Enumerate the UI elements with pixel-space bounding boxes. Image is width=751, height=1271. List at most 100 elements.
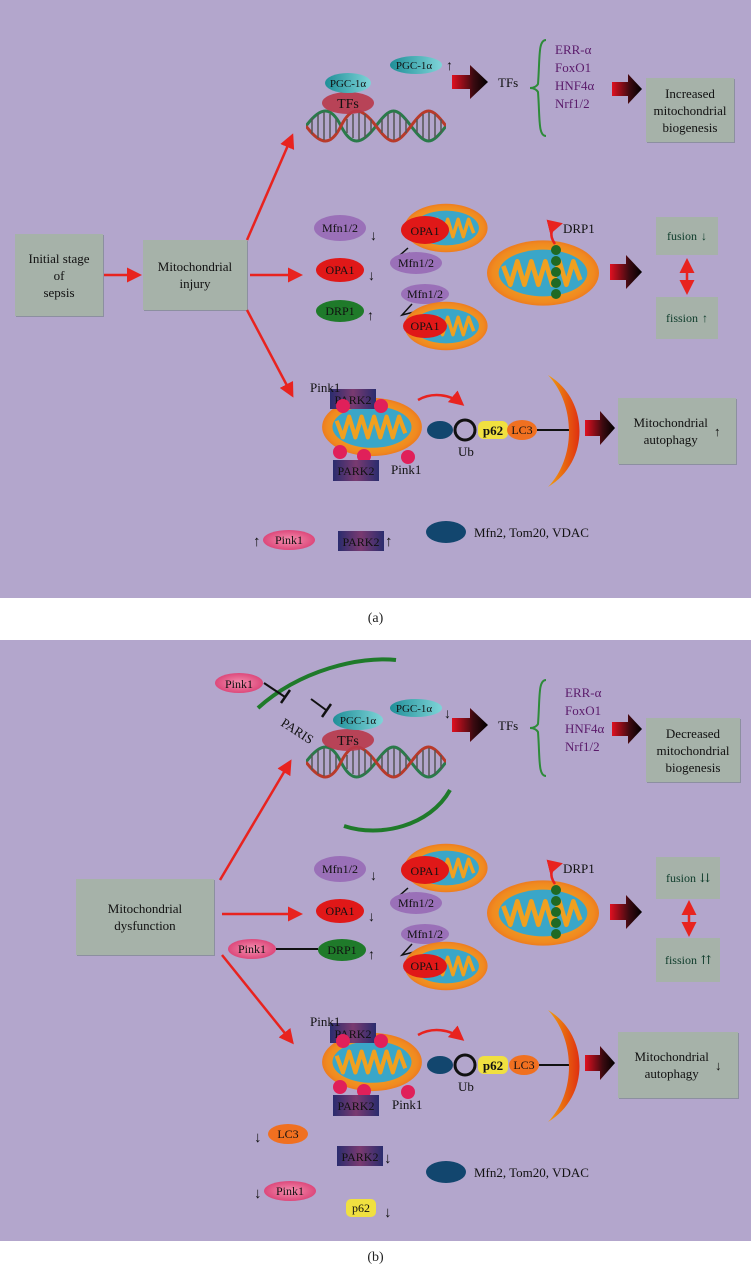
down-arrow-icon: ↓ (368, 910, 375, 925)
park-bottom-blob-b (333, 1095, 379, 1116)
tf-item-a-3: Nrf1/2 (555, 96, 590, 111)
drp-blob-a (316, 300, 364, 322)
mfn-mid-label-b: Mfn1/2 (398, 896, 434, 910)
ub-label-a: Ub (458, 444, 474, 459)
pgc-blob-b (333, 710, 383, 730)
up-arrow-icon: ↑ (253, 534, 261, 550)
down-arrow-icon: ↓ (444, 707, 451, 722)
tfs-arrow-label-b: TFs (498, 718, 518, 733)
tf-item-b-0: ERR-α (565, 685, 602, 700)
autophagy-b-line2: autophagy (644, 1066, 699, 1081)
panel-a (0, 0, 751, 598)
legend-pink-label-b: Pink1 (276, 1184, 304, 1198)
mfn-low-label-b: Mfn1/2 (407, 927, 443, 941)
opa-low-label-b: OPA1 (411, 959, 440, 973)
arrow-injury-to-biogenesis (245, 133, 295, 241)
nuclear-envelope-top-b (256, 657, 397, 710)
ub-ring-b (453, 1053, 477, 1077)
mitochondrial-injury-box: Mitochondrial injury (143, 240, 247, 310)
biogenesis-b-line1: Decreased (665, 725, 721, 741)
autophagy-a-line2: autophagy (643, 432, 698, 447)
park-bottom-blob-a (333, 460, 379, 481)
mfn-low-label-a: Mfn1/2 (407, 287, 443, 301)
big-arrow-b3 (610, 895, 642, 929)
big-arrow-a4 (585, 411, 615, 445)
nuclear-envelope-bottom-b (343, 789, 452, 833)
fission-label-a: fission (665, 310, 698, 325)
biogenesis-box-a: Increased mitochondrial biogenesis (646, 78, 734, 142)
p62-label-b: p62 (483, 1058, 503, 1073)
up-arrow-icon: ↑ (368, 948, 375, 963)
legend-ub-anchor-a (426, 521, 466, 543)
mitochondrial-dysfunction-box: Mitochondrial dysfunction (76, 879, 214, 955)
tfs-arrow-label-a: TFs (498, 75, 518, 90)
fusion-label-a: fusion (667, 228, 697, 243)
pink-inhib-blob-b (215, 673, 263, 693)
biogenesis-a-line1: Increased (665, 85, 715, 101)
dysfunction-line1: Mitochondrial (107, 901, 183, 916)
drp-curve-arrow-a (546, 219, 563, 245)
pink-bottom-label-a: Pink1 (391, 462, 421, 477)
autophagy-a-line1: Mitochondrial (633, 415, 708, 430)
injury-line1: Mitochondrial (157, 259, 233, 274)
legend-text-b: Mfn2, Tom20, VDAC (474, 1165, 589, 1180)
ub-curve-arrow-a (417, 390, 465, 406)
opa-low-blob-a (403, 314, 447, 338)
arrow-dysfunction-to-biogenesis (218, 759, 292, 881)
big-arrow-a1 (452, 65, 488, 99)
brace-a (529, 39, 547, 137)
fission-box-b: fission⇈ (656, 938, 720, 982)
mfn-mid-label-a: Mfn1/2 (398, 256, 434, 270)
drp-ring-b (551, 885, 561, 939)
fission-label-b: fission (664, 952, 697, 967)
mfn-blob-a (314, 215, 366, 241)
caption-b: (b) (367, 1250, 384, 1265)
legend-lc3-label-b: LC3 (277, 1127, 298, 1141)
initial-stage-box: Initial stage of sepsis (15, 234, 103, 316)
inhibit-bar-2 (320, 703, 333, 718)
arrow-injury-to-autophagy (245, 309, 294, 398)
tether-icon (399, 303, 415, 317)
phagophore-arc-b (548, 1010, 580, 1122)
down-arrow-icon: ↓ (368, 269, 375, 284)
legend-park-blob-b (337, 1146, 383, 1166)
opa-label-a: OPA1 (326, 263, 355, 277)
fission-box-a: fission↑ (656, 297, 718, 339)
down-arrow-icon: ↓ (370, 869, 377, 884)
up-arrow-icon: ↑ (385, 534, 393, 550)
mfn-label-b: Mfn1/2 (322, 862, 358, 876)
big-arrow-b2 (612, 714, 642, 744)
drp-ring-a (551, 245, 561, 299)
pgc-blob-a (325, 73, 371, 93)
legend-p62-blob-b (346, 1199, 376, 1217)
mfn-mid-blob-b (390, 892, 442, 914)
tfs-blob-a (322, 92, 374, 114)
inhibit-line-1 (263, 682, 286, 698)
injury-line2: injury (179, 276, 211, 291)
big-arrow-a3 (610, 255, 642, 289)
opa-low-label-a: OPA1 (411, 319, 440, 333)
drp-curve-arrow-b (546, 859, 563, 885)
mfn-blob-b (314, 856, 366, 882)
down-arrow-icon: ↓ (254, 1186, 262, 1202)
mito-fission-b (487, 880, 599, 945)
park-bottom-label-b: PARK2 (338, 1099, 375, 1113)
up-arrow-icon: ↑ (367, 309, 374, 324)
lc3-blob-a (507, 420, 537, 440)
legend-text-a: Mfn2, Tom20, VDAC (474, 525, 589, 540)
pgc-label-a: PGC-1α (330, 78, 367, 90)
p62-label-a: p62 (483, 423, 503, 438)
legend-park-label-a: PARK2 (343, 535, 380, 549)
tf-item-b-1: FoxO1 (565, 703, 601, 718)
pgc-up-blob-a (390, 56, 442, 74)
tf-item-a-1: FoxO1 (555, 60, 591, 75)
legend-pink-label-a: Pink1 (275, 533, 303, 547)
brace-b (529, 679, 547, 777)
pgc-down-label-b: PGC-1α (396, 703, 433, 715)
legend-lc3-blob-b (268, 1124, 308, 1144)
down-arrow-icon: ↓ (370, 229, 377, 244)
paris-label-b: PARIS (278, 715, 316, 747)
inhibit-line-2 (310, 698, 327, 711)
biogenesis-box-b: Decreased mitochondrial biogenesis (646, 718, 740, 782)
